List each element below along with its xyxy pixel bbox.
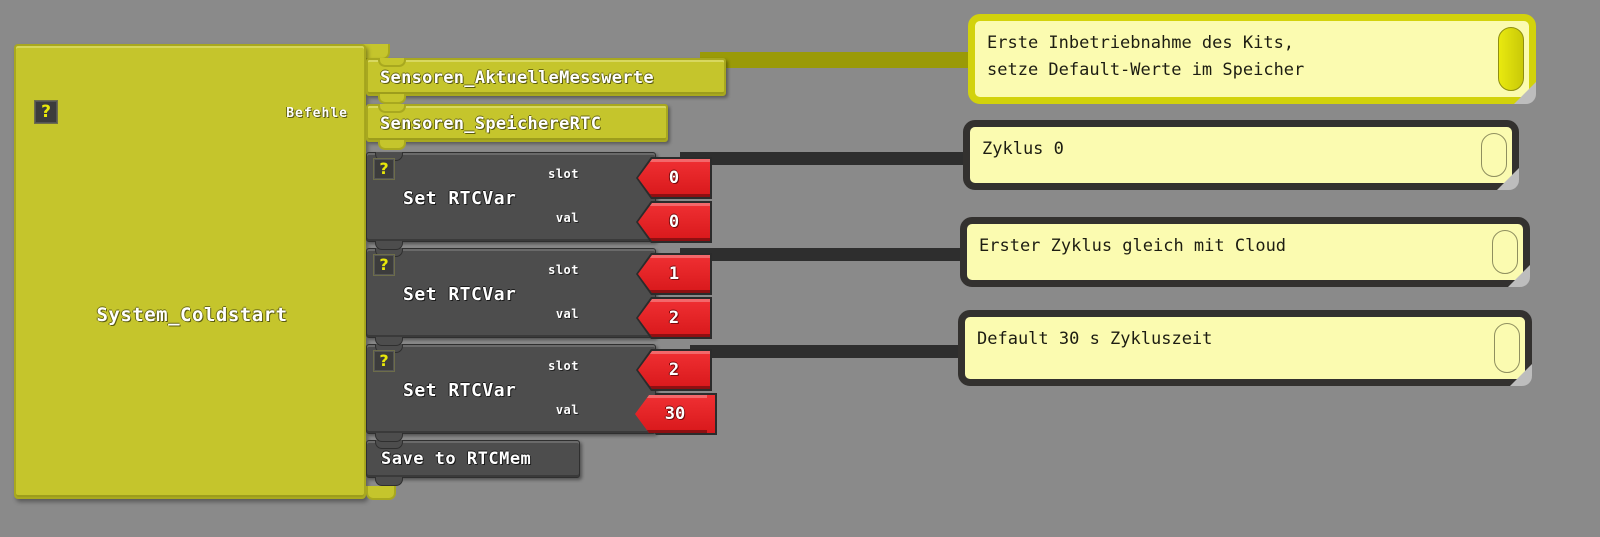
event-block-system-coldstart[interactable]: ? Befehle System_Coldstart bbox=[14, 44, 366, 499]
field-label-slot: slot bbox=[548, 263, 579, 277]
block-top-nub bbox=[378, 104, 406, 113]
command-stack: Sensoren_AktuelleMesswerte Sensoren_Spei… bbox=[366, 58, 736, 486]
comment-text[interactable]: Erster Zyklus gleich mit Cloud bbox=[979, 236, 1287, 256]
number-slot-val[interactable]: 30 bbox=[635, 395, 715, 433]
comment-scrollbar-handle[interactable] bbox=[1481, 133, 1507, 177]
block-label: Sensoren_SpeichereRTC bbox=[380, 114, 602, 134]
block-set-rtcvar-0[interactable]: ? Set RTCVar slot val 0 0 bbox=[366, 152, 712, 250]
comment-scrollbar-handle[interactable] bbox=[1494, 323, 1520, 373]
block-label: Save to RTCMem bbox=[381, 449, 532, 469]
question-mark-icon[interactable]: ? bbox=[373, 158, 395, 180]
block-bottom-nub bbox=[378, 94, 406, 104]
comment-bubble-3[interactable]: Erster Zyklus gleich mit Cloud bbox=[960, 217, 1530, 287]
block-bottom-nub bbox=[378, 140, 406, 150]
comment-text[interactable]: Erste Inbetriebnahme des Kits, setze Def… bbox=[987, 33, 1305, 80]
comment-text[interactable]: Default 30 s Zykluszeit bbox=[977, 329, 1213, 349]
event-block-slot-label: Befehle bbox=[286, 106, 348, 121]
number-slot-slot[interactable]: 2 bbox=[638, 351, 710, 389]
number-slot-val[interactable]: 2 bbox=[638, 299, 710, 337]
block-save-to-rtcmem[interactable]: Save to RTCMem bbox=[366, 440, 580, 486]
block-top-nub bbox=[378, 58, 406, 67]
comment-connector-line-4 bbox=[690, 345, 980, 358]
block-bottom-nub bbox=[375, 241, 403, 250]
comment-scrollbar-handle[interactable] bbox=[1492, 230, 1518, 274]
comment-bubble-4[interactable]: Default 30 s Zykluszeit bbox=[958, 310, 1532, 386]
block-label: Set RTCVar bbox=[403, 380, 517, 401]
question-mark-icon[interactable]: ? bbox=[34, 100, 58, 124]
field-label-slot: slot bbox=[548, 359, 579, 373]
comment-connector-line-3 bbox=[680, 248, 980, 261]
number-slot-slot[interactable]: 1 bbox=[638, 255, 710, 293]
comment-connector-line-1 bbox=[700, 52, 990, 68]
block-top-nub bbox=[375, 440, 403, 449]
field-label-slot: slot bbox=[548, 167, 579, 181]
block-set-rtcvar-1[interactable]: ? Set RTCVar slot val 1 2 bbox=[366, 248, 712, 346]
question-mark-icon[interactable]: ? bbox=[373, 350, 395, 372]
comment-scrollbar-handle[interactable] bbox=[1498, 27, 1524, 91]
hat-block-bottom-notch bbox=[366, 486, 396, 500]
block-bottom-nub bbox=[375, 337, 403, 346]
field-label-val: val bbox=[555, 307, 579, 321]
number-slot-val[interactable]: 0 bbox=[638, 203, 710, 241]
block-sensoren-aktuellemesswerte[interactable]: Sensoren_AktuelleMesswerte bbox=[366, 58, 726, 104]
comment-text[interactable]: Zyklus 0 bbox=[982, 139, 1064, 159]
event-block-title: System_Coldstart bbox=[96, 304, 288, 326]
block-label: Set RTCVar bbox=[403, 188, 517, 209]
comment-bubble-1[interactable]: Erste Inbetriebnahme des Kits, setze Def… bbox=[968, 14, 1536, 104]
block-label: Sensoren_AktuelleMesswerte bbox=[380, 68, 654, 88]
comment-connector-line-2 bbox=[680, 152, 980, 165]
number-slot-slot[interactable]: 0 bbox=[638, 159, 710, 197]
block-label: Set RTCVar bbox=[403, 284, 517, 305]
block-set-rtcvar-2[interactable]: ? Set RTCVar slot val 2 30 bbox=[366, 344, 717, 442]
comment-bubble-2[interactable]: Zyklus 0 bbox=[963, 120, 1519, 190]
field-label-val: val bbox=[555, 211, 579, 225]
block-sensoren-speicherertc[interactable]: Sensoren_SpeichereRTC bbox=[366, 104, 668, 150]
block-bottom-nub bbox=[375, 433, 403, 442]
question-mark-icon[interactable]: ? bbox=[373, 254, 395, 276]
block-bottom-nub bbox=[375, 477, 403, 486]
field-label-val: val bbox=[555, 403, 579, 417]
